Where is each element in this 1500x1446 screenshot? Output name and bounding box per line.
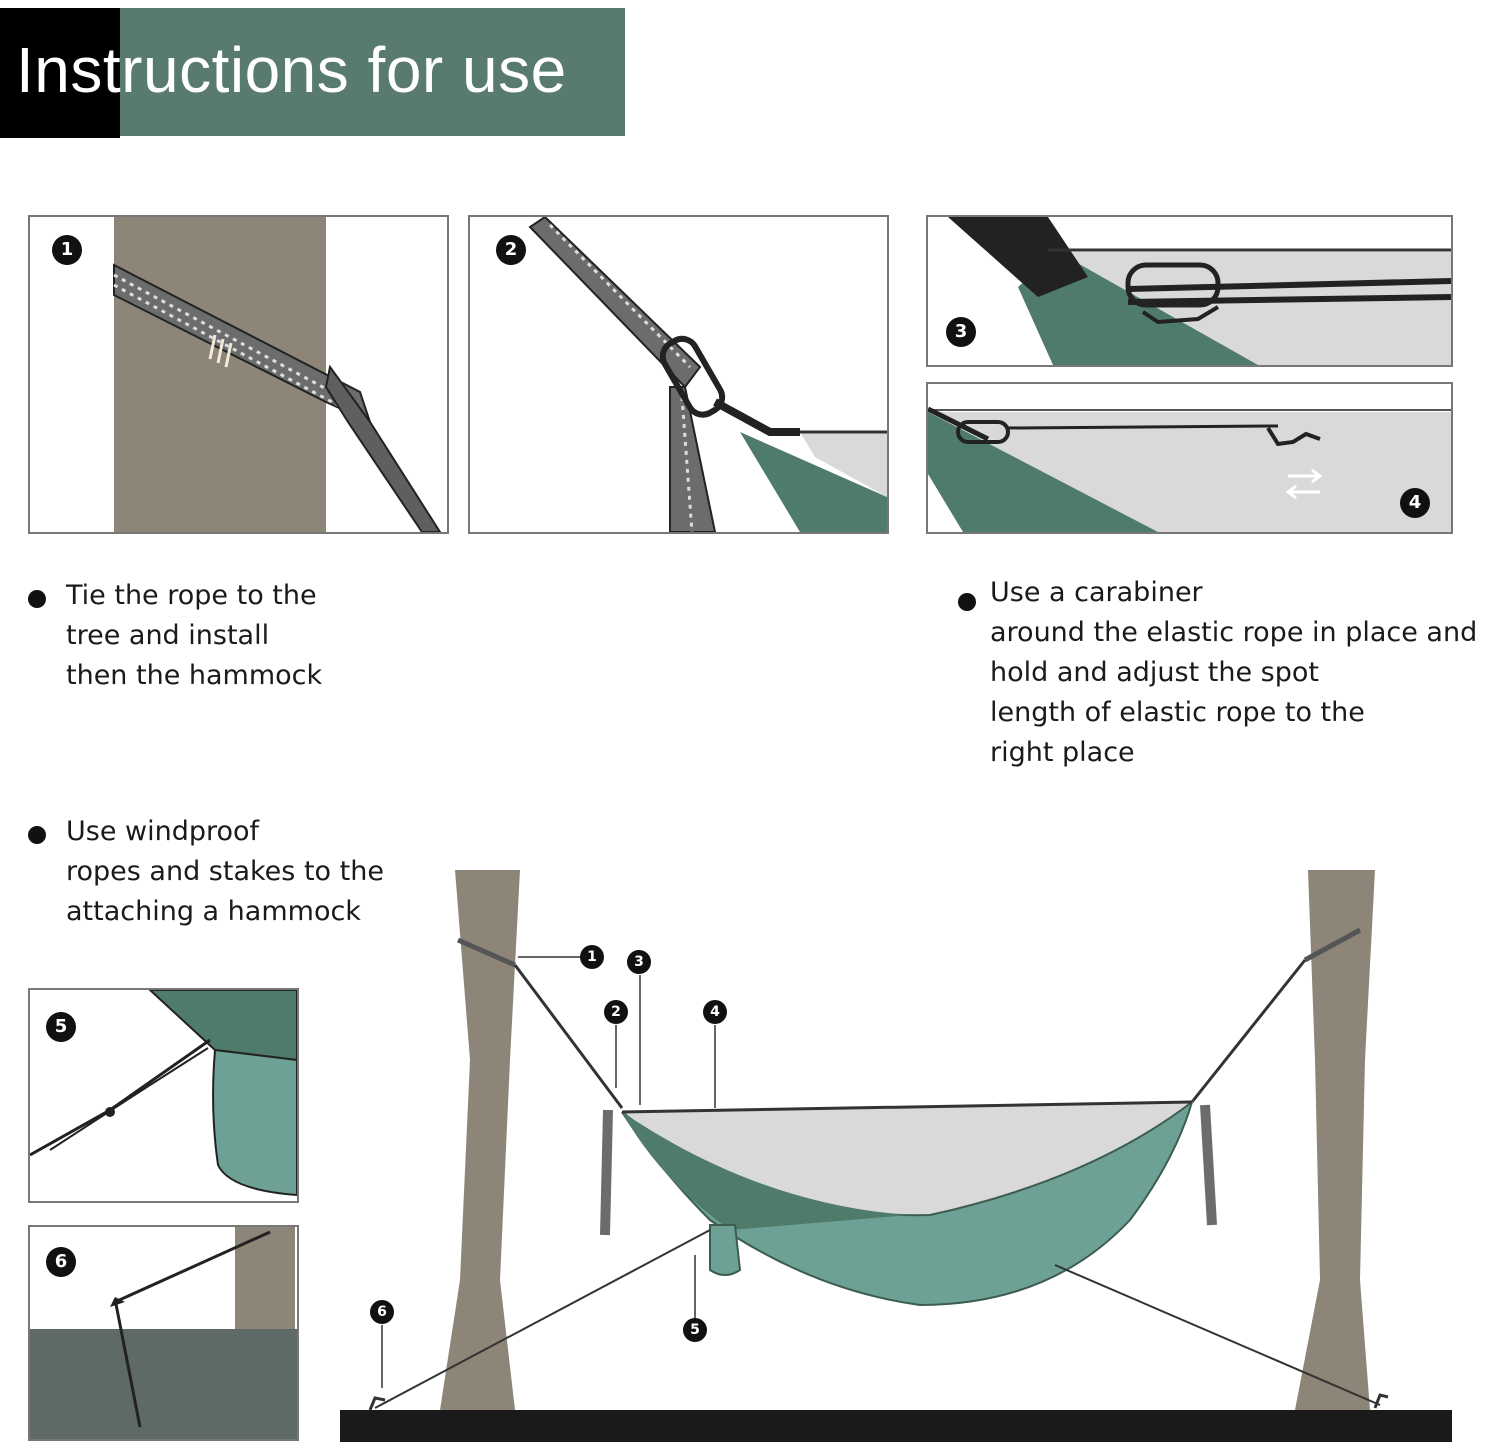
elastic-rope-adjust-illustration [928,406,1451,532]
instruction-line: Use windproof [66,816,260,847]
step-number-1: 1 [52,235,82,265]
step-panel-5: 5 [28,988,299,1203]
diagram-callout-6: 6 [370,1300,394,1324]
page-title: Instructions for use [16,34,567,106]
instruction-carabiner: Use a carabiner around the elastic rope … [958,573,1478,773]
step-number-5: 5 [46,1012,76,1042]
tree-strap-illustration [113,217,442,532]
step-number-6: 6 [46,1247,76,1277]
instruction-tie-rope: Tie the rope to the tree and install the… [28,576,323,696]
step-number-4: 4 [1400,488,1430,518]
step-number-3: 3 [946,317,976,347]
ridgeline-attachment-illustration [948,217,1451,365]
instruction-line: Use a carabiner [990,577,1203,608]
hammock-setup-diagram [340,870,1452,1442]
step-panel-6: 6 [28,1225,299,1441]
header-green-block [120,8,625,136]
step-panel-2: 2 [468,215,889,534]
instruction-line: around the elastic rope in place and [990,617,1478,648]
bullet-icon [28,826,46,844]
bullet-icon [958,593,976,611]
diagram-callout-1: 1 [580,945,604,969]
windproof-rope-illustration [30,990,297,1197]
carabiner-illustration [528,217,887,532]
instruction-line: tree and install [66,620,270,651]
instruction-line: right place [990,737,1135,768]
step-panel-1: 1 [28,215,449,534]
stake-illustration [30,1227,297,1439]
diagram-callout-2: 2 [604,1000,628,1024]
instruction-line: ropes and stakes to the [66,856,384,887]
step-panel-4: 4 [926,382,1453,534]
instruction-windproof: Use windproof ropes and stakes to the at… [28,812,384,932]
ground [340,1410,1452,1442]
left-tree [440,870,520,1410]
instruction-line: Tie the rope to the [66,580,317,611]
step-panel-3: 3 [926,215,1453,367]
diagram-callout-5: 5 [683,1318,707,1342]
step-number-2: 2 [496,235,526,265]
bullet-icon [28,590,46,608]
instruction-line: then the hammock [66,660,323,691]
instruction-line: attaching a hammock [66,896,361,927]
diagram-callout-3: 3 [627,950,651,974]
diagram-callout-4: 4 [703,1000,727,1024]
instruction-line: hold and adjust the spot [990,657,1319,688]
instruction-line: length of elastic rope to the [990,697,1365,728]
header-black-block [0,8,120,138]
right-tree [1295,870,1375,1410]
